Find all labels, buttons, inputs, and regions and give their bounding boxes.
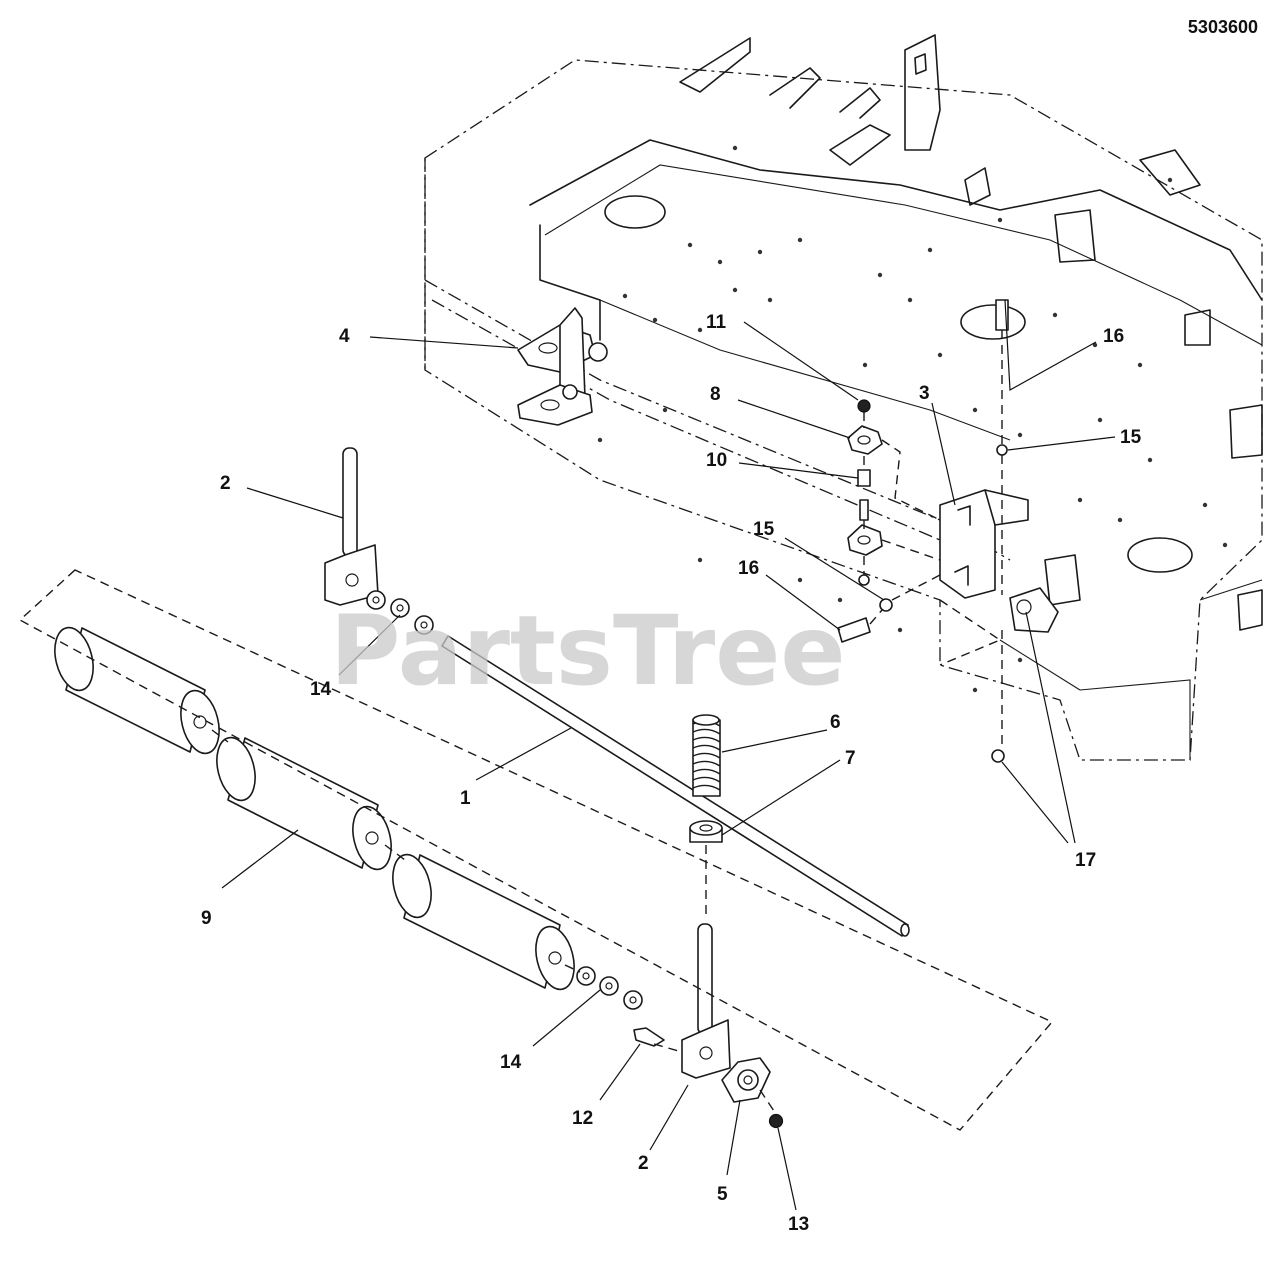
- spring-bracket-8: [847, 425, 883, 556]
- roller-arm-upper: [324, 447, 434, 635]
- callout-16-right: 16: [1103, 326, 1124, 347]
- carriage-bolt: [633, 1027, 665, 1047]
- side-bracket: [939, 489, 1029, 599]
- callout-4: 4: [339, 326, 350, 347]
- callout-8: 8: [710, 384, 721, 405]
- callout-13: 13: [788, 1214, 809, 1235]
- callout-2-lower: 2: [638, 1153, 649, 1174]
- lock-nut: [768, 1113, 784, 1129]
- diagram-number: 5303600: [1188, 17, 1258, 37]
- flange-bearing: [721, 1057, 771, 1103]
- assembly-lines: [18, 330, 1054, 1131]
- callout-14-lower: 14: [500, 1052, 522, 1073]
- callout-12: 12: [572, 1108, 593, 1129]
- callout-10: 10: [706, 450, 727, 471]
- callout-5: 5: [717, 1184, 728, 1205]
- callout-7: 7: [845, 748, 856, 769]
- compression-spring: [692, 714, 721, 797]
- roller-right: [392, 853, 575, 991]
- callout-11: 11: [706, 312, 727, 333]
- callout-17: 17: [1075, 850, 1096, 871]
- mounting-plate: [991, 587, 1059, 763]
- pivot-bracket: [517, 307, 608, 426]
- callout-15-left: 15: [753, 519, 775, 540]
- callout-14-upper: 14: [310, 679, 332, 700]
- leader-lines: [221, 299, 1116, 1211]
- callout-15-right: 15: [1120, 427, 1142, 448]
- watermark: PartsTree: [330, 595, 845, 707]
- spacer: [689, 820, 723, 843]
- axle-shaft: [441, 635, 910, 937]
- washers-lower: [576, 966, 643, 1010]
- hardware-upper: [857, 399, 871, 586]
- callout-6: 6: [830, 712, 841, 733]
- callout-3: 3: [919, 383, 930, 404]
- roller-left: [54, 626, 220, 755]
- callout-9: 9: [201, 908, 212, 929]
- callout-labels: 4 2 11 8 10 3 16 15 15 16 14 6 7 1 17 9 …: [201, 312, 1142, 1235]
- roller-middle: [216, 736, 392, 871]
- callout-1: 1: [460, 788, 471, 809]
- mower-deck-outline: [424, 34, 1263, 761]
- callout-16-left: 16: [738, 558, 759, 579]
- callout-2-upper: 2: [220, 473, 231, 494]
- roller-arm-lower: [681, 923, 731, 1079]
